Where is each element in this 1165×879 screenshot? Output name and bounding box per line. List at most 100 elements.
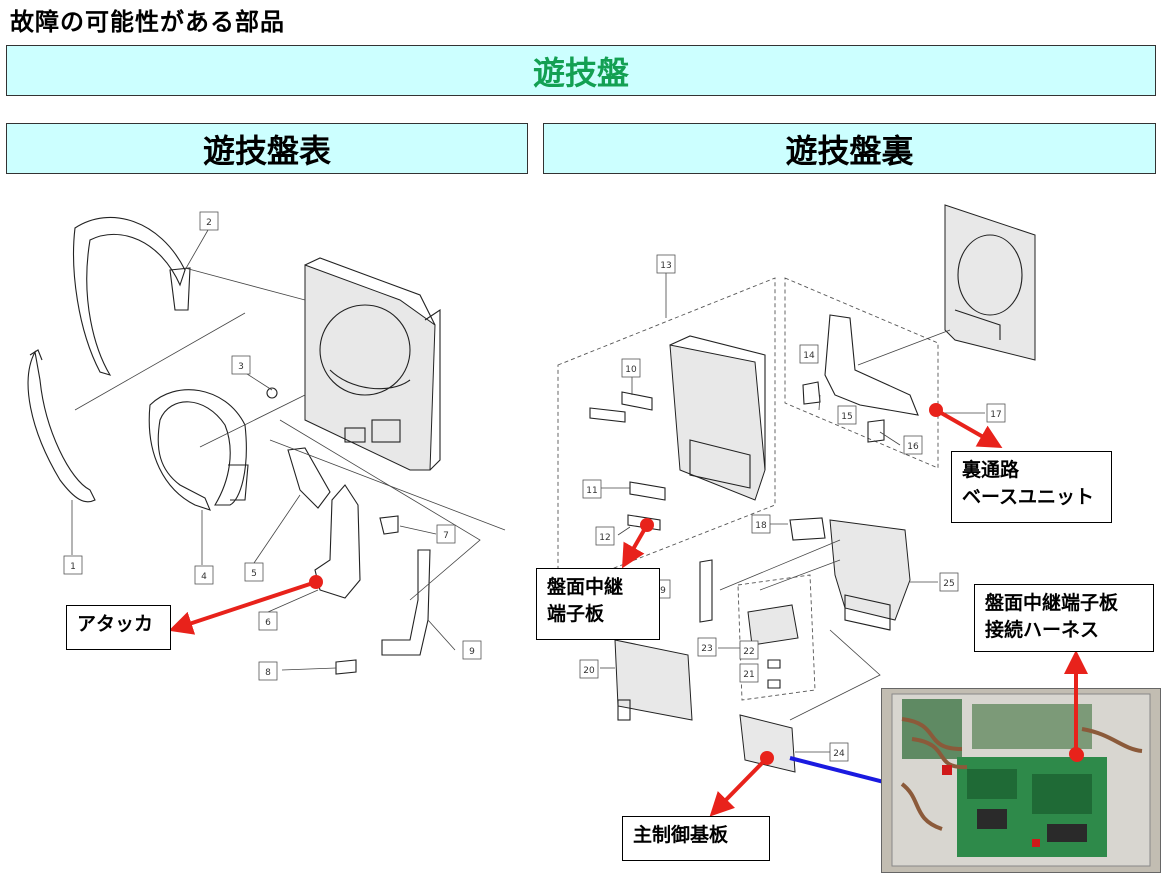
- part-number-17: 17: [986, 403, 1006, 423]
- part-number-11: 11: [582, 479, 602, 499]
- part-number-1: 1: [63, 555, 83, 575]
- part-7: [379, 515, 399, 535]
- back-banner: 遊技盤裏: [543, 123, 1156, 174]
- svg-text:16: 16: [907, 442, 919, 452]
- part-14: [802, 381, 821, 405]
- svg-text:9: 9: [469, 647, 475, 657]
- part-25-board: [829, 519, 911, 631]
- relay-board-callout: 盤面中継 端子板: [536, 568, 660, 640]
- svg-text:12: 12: [599, 533, 610, 543]
- svg-text:3: 3: [238, 362, 244, 372]
- svg-text:13: 13: [660, 261, 671, 271]
- svg-text:17: 17: [990, 410, 1001, 420]
- main-board-callout: 主制御基板: [622, 816, 770, 861]
- back-passage-arrow: [935, 408, 1003, 448]
- part-number-14: 14: [799, 344, 819, 364]
- svg-text:25: 25: [943, 579, 954, 589]
- back-passage-group-outline: [784, 277, 939, 469]
- main-banner: 遊技盤: [6, 45, 1156, 96]
- relay-board-label-line1: 盤面中継: [547, 576, 624, 598]
- page-title: 故障の可能性がある部品: [10, 8, 285, 36]
- part-20-board: [614, 639, 693, 721]
- part-number-3: 3: [231, 355, 251, 375]
- back-passage-label-line2: ベースユニット: [962, 486, 1095, 508]
- part-number-4: 4: [194, 565, 214, 585]
- svg-text:22: 22: [743, 647, 754, 657]
- part-number-15: 15: [837, 405, 857, 425]
- harness-label-line1: 盤面中継端子板: [985, 592, 1119, 614]
- part-1-rail: [27, 350, 96, 503]
- part-number-6: 6: [258, 611, 278, 631]
- svg-text:9: 9: [660, 586, 666, 596]
- relay-board-label-line2: 端子板: [547, 603, 605, 625]
- svg-text:24: 24: [833, 749, 845, 759]
- svg-text:18: 18: [755, 521, 767, 531]
- part-6-attacker: [314, 484, 361, 599]
- svg-text:14: 14: [803, 351, 815, 361]
- harness-label-line2: 接続ハーネス: [985, 619, 1100, 641]
- svg-text:8: 8: [265, 668, 271, 678]
- part-number-labels: 1 2 3 4 5 6 7 8 9 10 11 12 13 14 15 16 1…: [63, 211, 1006, 762]
- part-4-ring: [148, 389, 247, 511]
- front-banner: 遊技盤表: [6, 123, 528, 174]
- relay-board-arrow: [622, 524, 649, 569]
- part-number-7: 7: [436, 524, 456, 544]
- part-number-13: 13: [656, 254, 676, 274]
- part-5: [287, 447, 331, 509]
- part-number-23: 23: [697, 637, 717, 657]
- attacker-label: アタッカ: [77, 613, 154, 635]
- board-photo: [881, 688, 1161, 873]
- part-number-12: 12: [595, 526, 615, 546]
- attacker-arrow: [168, 580, 317, 635]
- svg-text:7: 7: [443, 531, 449, 541]
- back-passage-callout: 裏通路 ベースユニット: [951, 451, 1112, 523]
- part-number-18: 18: [751, 514, 771, 534]
- part-10: [621, 391, 653, 411]
- part-number-22: 22: [739, 640, 759, 660]
- part-number-20: 20: [579, 659, 599, 679]
- svg-text:11: 11: [586, 486, 597, 496]
- svg-text:5: 5: [251, 569, 257, 579]
- part-3-screw: [266, 387, 278, 399]
- attacker-callout: アタッカ: [66, 605, 171, 650]
- part-back-passage-unit: [824, 314, 919, 416]
- part-9-rail: [381, 549, 431, 656]
- harness-callout: 盤面中継端子板 接続ハーネス: [974, 584, 1154, 652]
- svg-text:4: 4: [201, 572, 207, 582]
- part-23-board: [747, 604, 799, 646]
- part-number-9: 9: [462, 640, 482, 660]
- part-12: [627, 514, 661, 531]
- back-passage-label-line1: 裏通路: [962, 459, 1020, 481]
- part-number-24: 24: [829, 742, 849, 762]
- game-board-front: [304, 257, 441, 471]
- group-13-outline: [557, 277, 776, 591]
- svg-text:10: 10: [625, 365, 637, 375]
- part-2-arc: [73, 216, 186, 376]
- svg-text:6: 6: [265, 618, 271, 628]
- back-frame-top: [944, 204, 1036, 361]
- part-number-2: 2: [199, 211, 219, 231]
- part-18-bar: [789, 517, 826, 541]
- part-11: [629, 481, 666, 501]
- part-number-25: 25: [939, 572, 959, 592]
- part-24-main-board: [739, 714, 796, 773]
- main-board-label: 主制御基板: [633, 824, 729, 846]
- part-number-5: 5: [244, 562, 264, 582]
- main-board-arrow: [709, 756, 769, 817]
- part-16: [867, 419, 885, 443]
- part-number-10: 10: [621, 358, 641, 378]
- svg-text:21: 21: [743, 670, 754, 680]
- svg-text:1: 1: [70, 562, 76, 572]
- back-board-frame: [669, 335, 766, 501]
- part-number-21: 21: [739, 663, 759, 683]
- svg-text:20: 20: [583, 666, 595, 676]
- part-9-right: [699, 559, 713, 623]
- part-number-8: 8: [258, 661, 278, 681]
- svg-text:23: 23: [701, 644, 712, 654]
- part-8-plate: [335, 659, 357, 675]
- svg-text:2: 2: [206, 218, 212, 228]
- svg-text:15: 15: [841, 412, 852, 422]
- part-number-16: 16: [903, 435, 923, 455]
- board-photo-drawing: [882, 689, 1160, 872]
